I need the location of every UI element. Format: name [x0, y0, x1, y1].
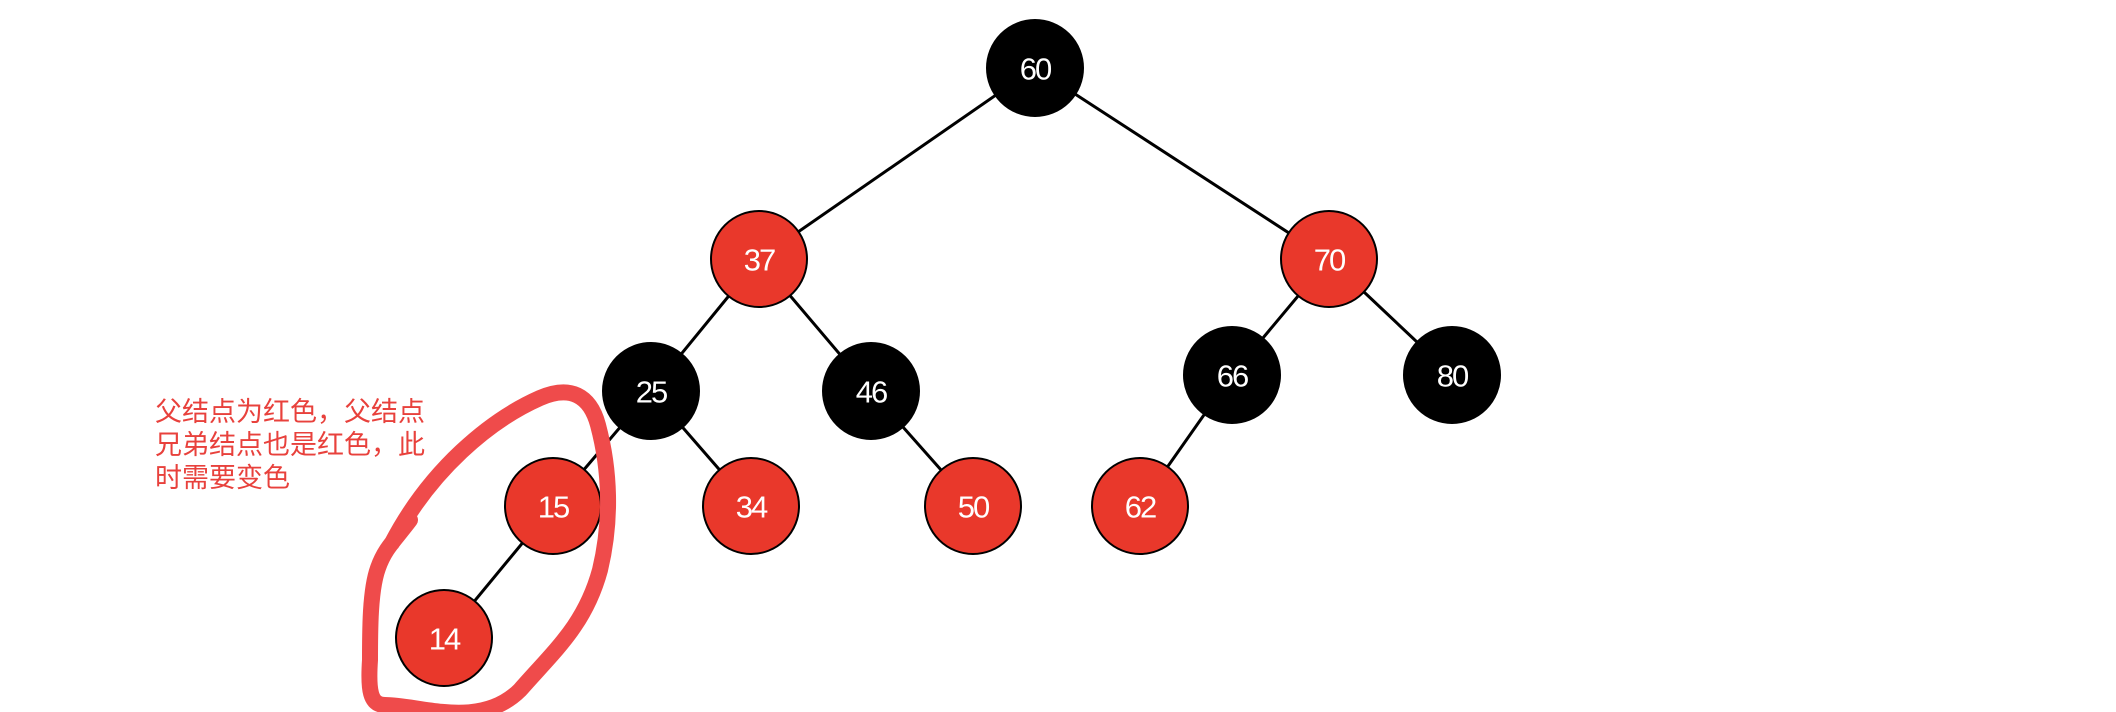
- tree-node-circle: [395, 589, 493, 687]
- tree-node-34: 34: [702, 457, 800, 555]
- tree-node-46: 46: [822, 342, 920, 440]
- tree-node-label: 37: [744, 243, 775, 278]
- tree-node-66: 66: [1183, 326, 1281, 424]
- tree-edge-60-70: [1034, 66, 1330, 261]
- tree-node-circle: [710, 210, 808, 308]
- tree-node-label: 25: [636, 375, 667, 410]
- tree-node-70: 70: [1280, 210, 1378, 308]
- tree-node-37: 37: [710, 210, 808, 308]
- tree-node-label: 14: [429, 622, 461, 657]
- tree-node-label: 50: [958, 490, 990, 525]
- tree-node-label: 60: [1020, 52, 1052, 87]
- tree-node-circle: [924, 457, 1022, 555]
- tree-node-80: 80: [1403, 326, 1501, 424]
- annotation-line-1: 父结点为红色，父结点: [155, 397, 425, 428]
- tree-edge-60-37: [758, 66, 1036, 261]
- annotation-line-3: 时需要变色: [155, 463, 290, 494]
- tree-node-label: 34: [736, 490, 768, 525]
- tree-node-circle: [602, 342, 700, 440]
- tree-node-label: 66: [1217, 359, 1248, 394]
- highlight-scribble-circle: [361, 384, 617, 712]
- tree-node-15: 15: [504, 457, 602, 555]
- tree-node-label: 46: [856, 375, 887, 410]
- annotation-line-2: 兄弟结点也是红色，此: [155, 430, 425, 461]
- tree-node-50: 50: [924, 457, 1022, 555]
- tree-node-60: 60: [986, 19, 1084, 117]
- tree-edges: [442, 66, 1454, 639]
- tree-node-circle: [1091, 457, 1189, 555]
- tree-nodes: 60 37 70 25 46 66 80 15 34 50 62 14: [395, 19, 1501, 687]
- tree-node-label: 62: [1125, 490, 1156, 525]
- annotation-text: 父结点为红色，父结点 兄弟结点也是红色，此 时需要变色: [155, 397, 425, 494]
- tree-node-circle: [822, 342, 920, 440]
- tree-node-circle: [986, 19, 1084, 117]
- tree-node-circle: [1183, 326, 1281, 424]
- tree-node-62: 62: [1091, 457, 1189, 555]
- tree-node-14: 14: [395, 589, 493, 687]
- tree-node-label: 70: [1314, 243, 1346, 278]
- tree-node-25: 25: [602, 342, 700, 440]
- tree-node-circle: [1280, 210, 1378, 308]
- tree-node-label: 80: [1437, 359, 1469, 394]
- tree-node-label: 15: [538, 490, 569, 525]
- tree-node-circle: [1403, 326, 1501, 424]
- tree-node-circle: [702, 457, 800, 555]
